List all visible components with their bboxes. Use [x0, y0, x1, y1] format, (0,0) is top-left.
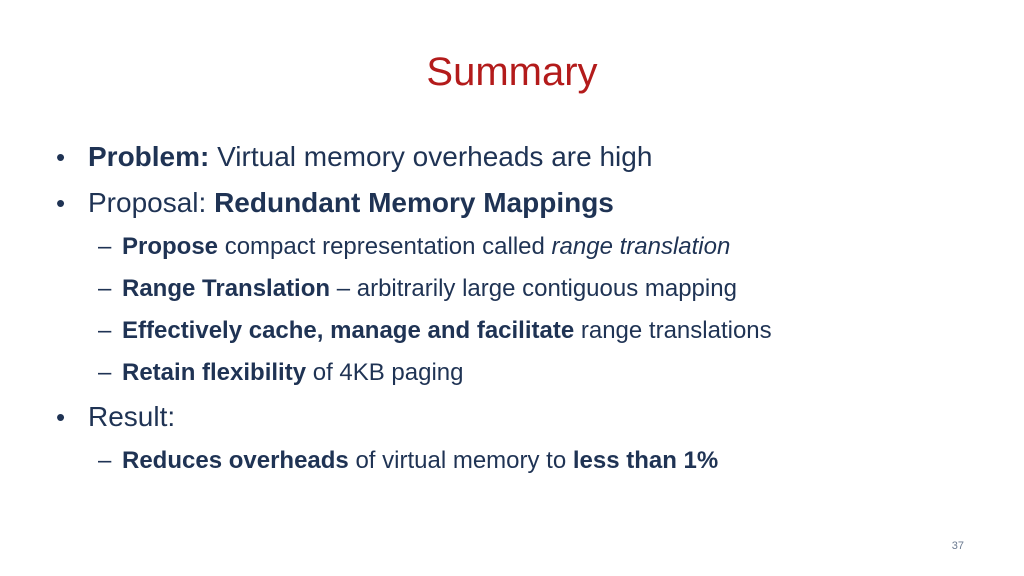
reduces-bold: Reduces overheads [122, 447, 349, 474]
sub-bullet-range-translation: – Range Translation – arbitrarily large … [56, 268, 976, 310]
bullet-proposal: • Proposal: Redundant Memory Mappings [56, 180, 976, 226]
retain-bold: Retain flexibility [122, 359, 307, 386]
sub-bullet-reduces: – Reduces overheads of virtual memory to… [56, 440, 976, 482]
sub-bullet-effectively: – Effectively cache, manage and facilita… [56, 310, 976, 352]
bullet-icon: • [56, 142, 66, 172]
slide-title: Summary [426, 50, 598, 94]
proposal-name: Redundant Memory Mappings [214, 187, 614, 218]
bullet-problem: • Problem: Virtual memory overheads are … [56, 134, 976, 180]
dash-icon: – [98, 317, 112, 344]
sub-bullet-retain: – Retain flexibility of 4KB paging [56, 352, 976, 394]
dash-icon: – [98, 233, 112, 260]
range-translation-bold: Range Translation [122, 275, 331, 302]
dash-icon: – [98, 275, 112, 302]
result-label: Result: [88, 401, 176, 432]
retain-text: of 4KB paging [306, 359, 464, 386]
reduces-text: of virtual memory to [348, 447, 573, 474]
effectively-text: range translations [574, 317, 772, 344]
bullet-result: • Result: [56, 394, 976, 440]
propose-italic: range translation [551, 233, 731, 260]
sub-bullet-propose: – Propose compact representation called … [56, 226, 976, 268]
propose-text: compact representation called [218, 233, 552, 260]
dash-icon: – [98, 359, 112, 386]
page-number: 37 [951, 540, 964, 552]
bullet-icon: • [56, 402, 66, 432]
bullet-icon: • [56, 188, 66, 218]
propose-bold: Propose [122, 233, 219, 260]
range-translation-text: – arbitrarily large contiguous mapping [330, 275, 737, 302]
problem-text: Virtual memory overheads are high [209, 141, 653, 172]
effectively-bold: Effectively cache, manage and facilitate [122, 317, 575, 344]
dash-icon: – [98, 447, 112, 474]
reduces-bold-end: less than 1% [572, 447, 719, 474]
slide-body: • Problem: Virtual memory overheads are … [56, 134, 976, 482]
proposal-label: Proposal: [88, 187, 215, 218]
problem-label: Problem: [88, 141, 210, 172]
